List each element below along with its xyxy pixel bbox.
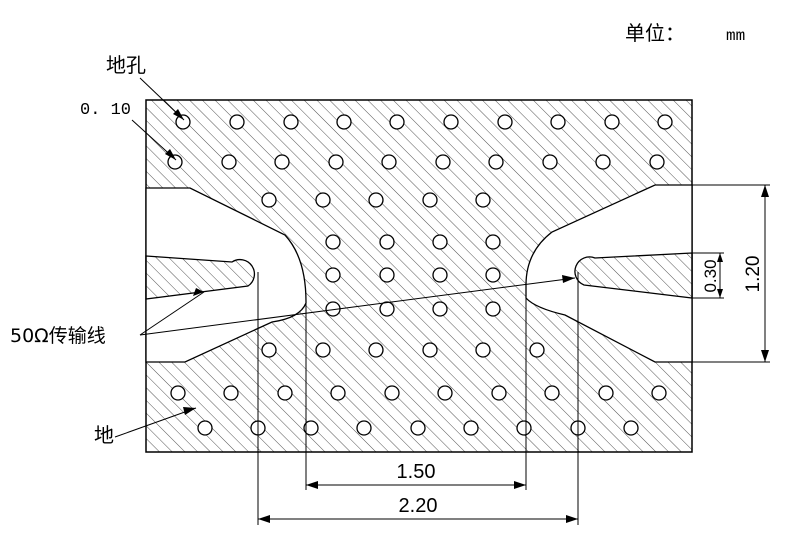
via-hole xyxy=(544,385,560,401)
via-hole xyxy=(356,420,372,436)
via-hole xyxy=(516,420,532,436)
via-hole xyxy=(379,301,395,317)
via-hole xyxy=(283,114,299,130)
via-hole xyxy=(529,342,545,358)
via-hole xyxy=(550,114,566,130)
via-hole xyxy=(432,301,448,317)
via-hole xyxy=(443,114,459,130)
via-hole xyxy=(167,154,183,170)
via-hole xyxy=(485,234,501,250)
via-hole xyxy=(170,385,186,401)
via-diameter-label: 0. 10 xyxy=(80,101,131,120)
via-hole xyxy=(277,385,293,401)
slot-height-dimension: 1.20 xyxy=(743,256,764,293)
via-hole xyxy=(197,420,213,436)
via-hole xyxy=(325,267,341,283)
arrowheads xyxy=(165,109,769,523)
via-hole xyxy=(303,420,319,436)
left-signal-trace xyxy=(145,255,256,300)
transmission-line-label: 50Ω传输线 xyxy=(10,325,106,347)
ground-label: 地 xyxy=(94,423,114,447)
via-hole xyxy=(229,114,245,130)
via-hole xyxy=(623,420,639,436)
via-hole xyxy=(336,114,352,130)
via-hole xyxy=(325,234,341,250)
via-hole xyxy=(381,154,397,170)
outer-gap-dimension: 2.20 xyxy=(399,495,438,517)
unit-value: mm xyxy=(726,27,745,45)
via-hole xyxy=(261,192,277,208)
via-label: 地孔 xyxy=(106,53,146,77)
via-hole xyxy=(649,154,665,170)
via-hole xyxy=(422,192,438,208)
via-hole xyxy=(328,154,344,170)
via-hole xyxy=(368,342,384,358)
via-hole xyxy=(330,385,346,401)
right-signal-trace xyxy=(574,252,693,299)
via-holes xyxy=(167,114,673,436)
via-hole xyxy=(432,234,448,250)
via-hole xyxy=(595,154,611,170)
unit-label: 单位： xyxy=(625,21,685,45)
via-hole xyxy=(542,154,558,170)
via-hole xyxy=(488,154,504,170)
via-hole xyxy=(274,154,290,170)
via-hole xyxy=(604,114,620,130)
via-hole xyxy=(651,385,667,401)
via-hole xyxy=(379,267,395,283)
via-hole xyxy=(463,420,479,436)
via-hole xyxy=(422,342,438,358)
via-hole xyxy=(315,342,331,358)
via-hole xyxy=(497,114,513,130)
via-hole xyxy=(491,385,507,401)
inner-gap-dimension: 1.50 xyxy=(397,461,436,483)
via-hole xyxy=(410,420,426,436)
via-hole xyxy=(368,192,384,208)
via-hole xyxy=(475,192,491,208)
via-hole xyxy=(379,234,395,250)
via-hole xyxy=(435,154,451,170)
via-hole xyxy=(437,385,453,401)
via-hole xyxy=(223,385,239,401)
via-hole xyxy=(175,114,191,130)
via-hole xyxy=(432,267,448,283)
via-hole xyxy=(221,154,237,170)
via-hole xyxy=(384,385,400,401)
via-hole xyxy=(315,192,331,208)
via-hole xyxy=(475,342,491,358)
via-hole xyxy=(485,301,501,317)
via-hole xyxy=(598,385,614,401)
line-width-dimension: 0.30 xyxy=(701,259,720,292)
via-hole xyxy=(389,114,405,130)
via-hole xyxy=(657,114,673,130)
via-hole xyxy=(485,267,501,283)
via-hole xyxy=(261,342,277,358)
